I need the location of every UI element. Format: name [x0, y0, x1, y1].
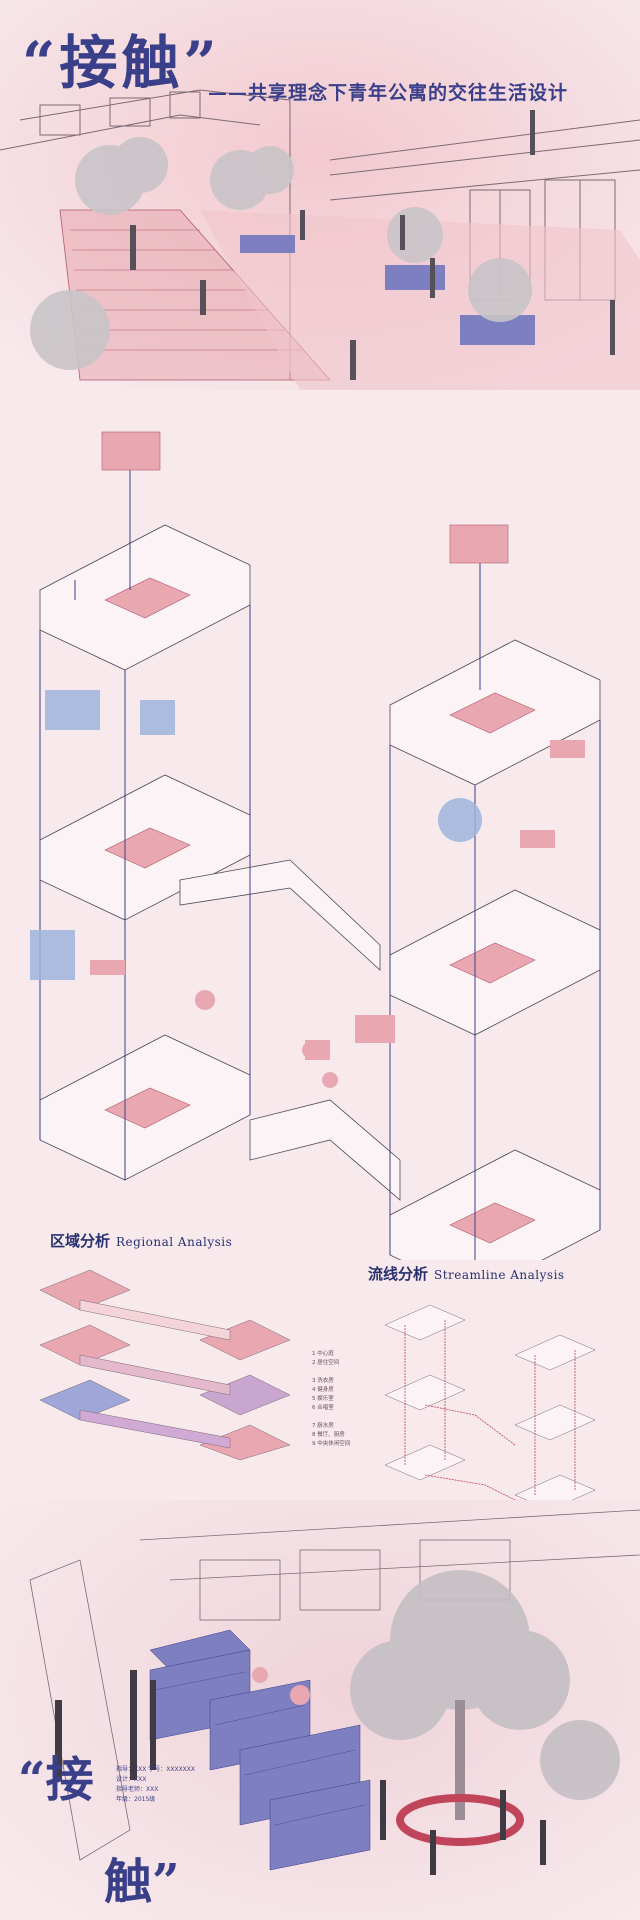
legend-item: 3 洗衣房 [312, 1378, 334, 1384]
legend-item: 4 健身房 [312, 1387, 334, 1393]
legend-item: 7 厨水房 [312, 1423, 334, 1429]
footer-quote-close: 触” [104, 1854, 180, 1910]
credits-block: 指导：XXX 学号：XXXXXXX 设计：XXX 指导老师：XXX 年级：201… [116, 1765, 195, 1805]
legend-item: 2 居住空间 [312, 1360, 340, 1366]
page-subtitle: ——共享理念下青年公寓的交往生活设计 [208, 82, 569, 104]
regional-legend: 1 中心庭 2 居住空间 3 洗衣房 4 健身房 5 娱乐室 6 合唱室 7 厨… [312, 1350, 350, 1449]
credit-line: 指导老师：XXX [116, 1786, 159, 1793]
footer-quote-open: “接 [18, 1752, 94, 1808]
regional-analysis-heading: 区域分析 Regional Analysis [50, 1230, 232, 1251]
credit-line: 指导：XXX 学号：XXXXXXX [116, 1766, 196, 1773]
streamline-analysis-heading: 流线分析 Streamline Analysis [368, 1263, 565, 1284]
regional-analysis-en: Regional Analysis [116, 1235, 233, 1249]
legend-item: 9 中央休闲空间 [312, 1441, 351, 1447]
legend-item: 8 餐厅、厨房 [312, 1432, 345, 1438]
legend-item: 6 合唱室 [312, 1405, 334, 1411]
top-perspective-illustration [0, 0, 640, 390]
page-title: “接触” [22, 29, 221, 97]
streamline-analysis-diagram [385, 1304, 596, 1511]
streamline-analysis-zh: 流线分析 [368, 1265, 429, 1283]
regional-analysis-zh: 区域分析 [50, 1232, 111, 1250]
legend-item: 1 中心庭 [312, 1351, 334, 1357]
regional-analysis-diagram [39, 1270, 291, 1460]
credit-line: 年级：2015级 [116, 1796, 156, 1803]
exploded-axonometric-diagram [30, 431, 601, 1260]
legend-item [312, 1413, 350, 1422]
legend-item: 5 娱乐室 [312, 1396, 334, 1402]
streamline-analysis-en: Streamline Analysis [434, 1268, 565, 1282]
credit-line: 设计：XXX [116, 1776, 147, 1783]
bottom-perspective-illustration [0, 1500, 640, 1920]
legend-item [312, 1368, 350, 1377]
